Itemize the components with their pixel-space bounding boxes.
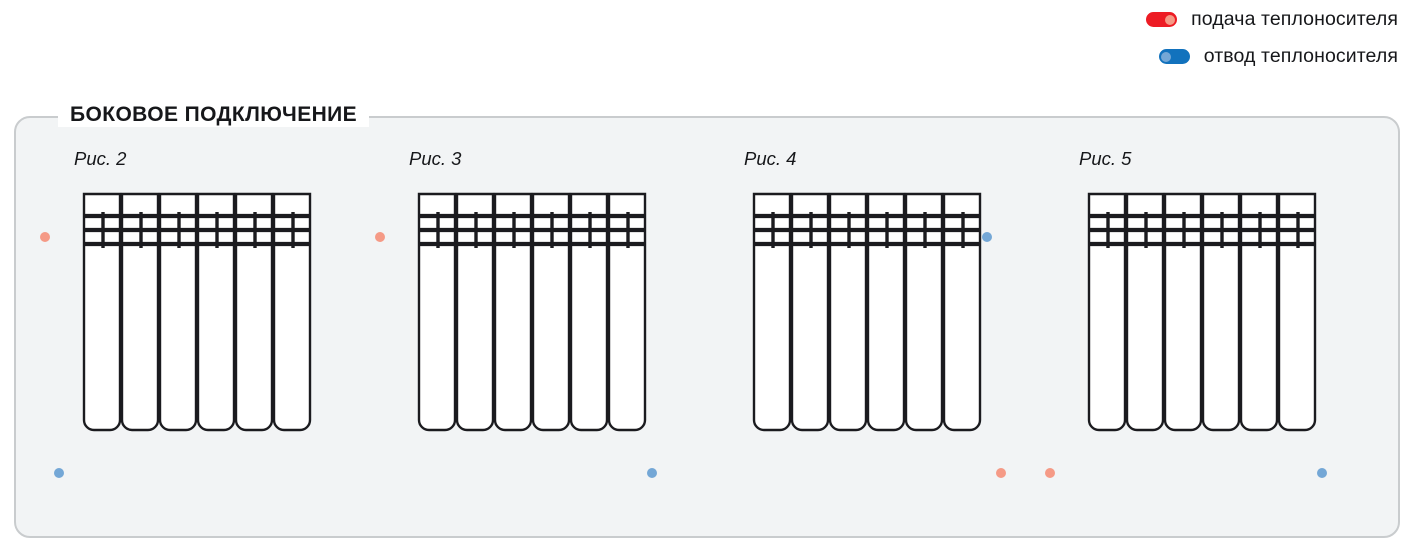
radiator-svg (417, 192, 647, 432)
radiator-graphic (752, 192, 992, 450)
radiator-graphic (82, 192, 322, 450)
figure-fig-5: Рис. 5 (1045, 148, 1375, 508)
panel-title: БОКОВОЕ ПОДКЛЮЧЕНИЕ (58, 103, 370, 127)
supply-pill-icon (1146, 12, 1178, 27)
radiator-graphic (1087, 192, 1327, 450)
legend-label-return: отвод теплоносителя (1203, 45, 1398, 67)
pill-knob (375, 232, 385, 242)
figure-fig-2: Рис. 2 (40, 148, 370, 508)
figure-fig-4: Рис. 4 (722, 148, 1040, 508)
legend: подача теплоносителя отвод теплоносителя (1146, 8, 1398, 68)
figure-label: Рис. 3 (409, 148, 462, 169)
pill-knob (1165, 14, 1176, 25)
figure-fig-3: Рис. 3 (375, 148, 705, 508)
pill-knob (996, 468, 1006, 478)
pill-knob (54, 468, 64, 478)
pill-knob (647, 468, 657, 478)
figure-label: Рис. 2 (74, 148, 127, 169)
figure-list: Рис. 2 (16, 118, 1398, 536)
radiator-graphic (417, 192, 657, 450)
pill-knob (40, 232, 50, 242)
pill-knob (982, 232, 992, 242)
pill-knob (1317, 468, 1327, 478)
legend-label-supply: подача теплоносителя (1191, 8, 1398, 30)
side-connection-panel: БОКОВОЕ ПОДКЛЮЧЕНИЕ Рис. 2 (14, 103, 1400, 538)
radiator-svg (1087, 192, 1317, 432)
pill-knob (1045, 468, 1055, 478)
figure-label: Рис. 4 (744, 148, 797, 169)
return-pill-icon (1158, 49, 1190, 64)
pill-knob (1160, 51, 1171, 62)
radiator-svg (752, 192, 982, 432)
radiator-svg (82, 192, 312, 432)
legend-item-return: отвод теплоносителя (1158, 45, 1398, 68)
figure-label: Рис. 5 (1079, 148, 1132, 169)
legend-item-supply: подача теплоносителя (1146, 8, 1398, 31)
